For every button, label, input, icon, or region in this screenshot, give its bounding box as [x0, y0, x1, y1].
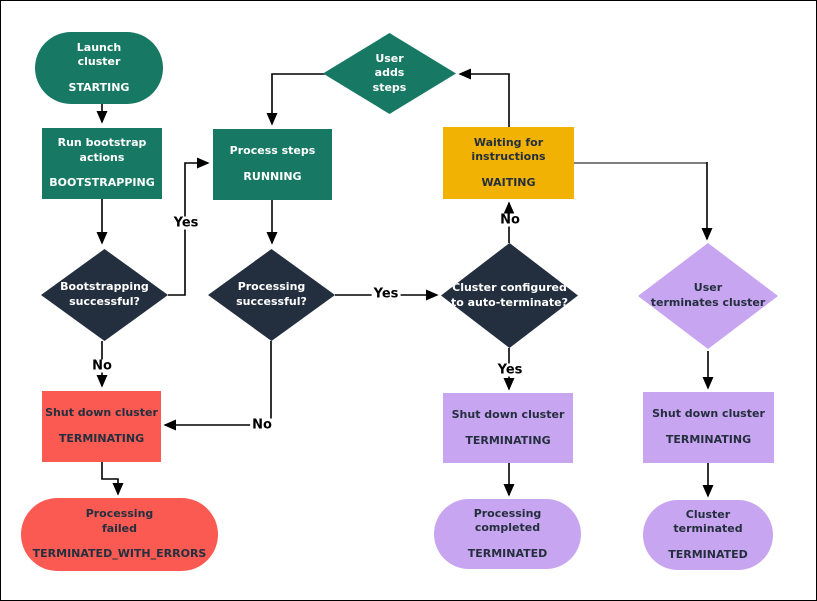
node-state: TERMINATED_WITH_ERRORS	[32, 547, 207, 561]
edge-label-auto-terminate-no: No	[498, 212, 522, 228]
edge-label-bootstrapping-no: No	[90, 358, 114, 374]
node-shutdown-cluster-user: Shut down cluster TERMINATING	[643, 392, 774, 463]
node-label: Run bootstrap actions	[57, 136, 147, 164]
connector-processing-no-to-shutdown	[163, 341, 272, 431]
node-state: BOOTSTRAPPING	[49, 176, 155, 190]
node-state: WAITING	[481, 175, 536, 189]
connector-shutdown-failed-to-terminated-errors	[101, 462, 124, 496]
node-state: TERMINATING	[665, 433, 752, 446]
node-state: TERMINATED	[467, 546, 548, 560]
node-label: Shut down cluster	[652, 407, 765, 421]
node-label: Cluster terminated	[673, 507, 743, 536]
node-run-bootstrap-actions: Run bootstrap actions BOOTSTRAPPING	[42, 128, 162, 199]
node-label: Waiting for instructions	[471, 135, 546, 164]
node-shutdown-cluster-auto: Shut down cluster TERMINATING	[443, 393, 573, 463]
node-label: Processing completed	[473, 506, 542, 535]
edge-label-bootstrapping-yes: Yes	[171, 215, 201, 231]
node-label: Processing failed	[85, 507, 154, 535]
node-state: TERMINATING	[465, 433, 551, 447]
node-terminated-with-errors: Processing failed TERMINATED_WITH_ERRORS	[21, 498, 218, 571]
edge-label-auto-terminate-yes: Yes	[495, 362, 525, 378]
node-label: Processing successful?	[236, 280, 307, 308]
node-label: Process steps	[229, 144, 316, 158]
node-label: Cluster configured to auto-terminate?	[450, 280, 568, 309]
node-label: User terminates cluster	[650, 281, 766, 309]
node-label: Shut down cluster	[451, 407, 565, 421]
node-state: RUNNING	[243, 170, 302, 183]
node-launch-cluster: Launch cluster STARTING	[35, 32, 163, 104]
node-state: STARTING	[68, 80, 130, 94]
node-label: Launch cluster	[76, 40, 122, 69]
connector-user-adds-steps-to-process-steps	[266, 73, 325, 126]
edge-label-processing-no: No	[250, 417, 274, 433]
node-waiting-for-instructions: Waiting for instructions WAITING	[443, 127, 574, 199]
node-terminated-completed: Processing completed TERMINATED	[434, 499, 581, 569]
node-process-steps: Process steps RUNNING	[213, 129, 332, 200]
edge-label-processing-yes: Yes	[371, 286, 401, 302]
node-state: TERMINATED	[668, 547, 748, 561]
connector-waiting-to-user-adds-steps	[458, 68, 510, 127]
node-label: Shut down cluster	[45, 406, 158, 420]
node-label: User adds steps	[372, 51, 407, 94]
node-state: TERMINATING	[58, 432, 145, 445]
node-shutdown-cluster-failed: Shut down cluster TERMINATING	[42, 391, 161, 462]
node-terminated-cluster: Cluster terminated TERMINATED	[643, 500, 773, 570]
node-label: Bootstrapping successful?	[60, 280, 149, 308]
